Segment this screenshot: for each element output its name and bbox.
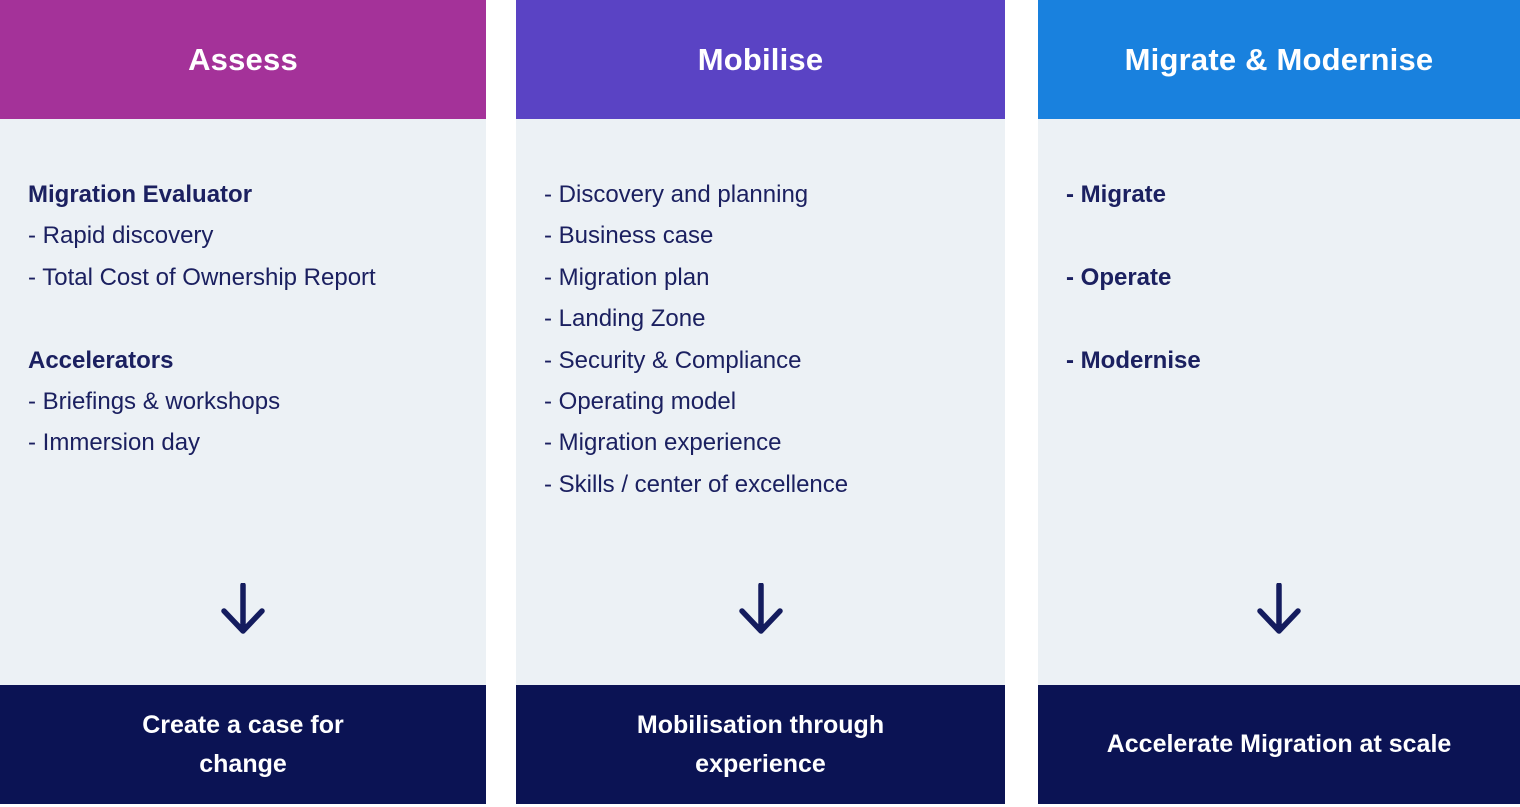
column-footer-migrate-modernise: Accelerate Migration at scale bbox=[1038, 685, 1520, 804]
column-header-assess: Assess bbox=[0, 0, 486, 119]
list-item: - Security & Compliance bbox=[544, 346, 802, 374]
list-item: - Modernise bbox=[1066, 346, 1201, 374]
footer-label: Accelerate Migration at scale bbox=[1106, 730, 1452, 758]
column-migrate-modernise: Migrate & Modernise - Migrate - Operate … bbox=[1038, 0, 1520, 804]
column-header-migrate-modernise: Migrate & Modernise bbox=[1038, 0, 1520, 119]
list-heading: Migration Evaluator bbox=[28, 181, 253, 208]
list-item: - Migrate bbox=[1066, 181, 1167, 208]
list-item: - Briefings & workshops bbox=[28, 388, 281, 416]
list-item: - Migration plan bbox=[544, 263, 710, 291]
footer-label: Create a case for change bbox=[142, 710, 344, 778]
list-item: - Rapid discovery bbox=[28, 222, 214, 250]
footer-label: Mobilisation through experience bbox=[636, 710, 885, 778]
column-assess: Assess Migration Evaluator - Rapid disco… bbox=[0, 0, 486, 804]
down-arrow-icon bbox=[738, 583, 783, 634]
column-body-migrate-modernise: - Migrate - Operate - Modernise bbox=[1038, 119, 1520, 685]
down-arrow-icon bbox=[1257, 583, 1301, 634]
column-header-mobilise: Mobilise bbox=[516, 0, 1005, 119]
list-item: - Operating model bbox=[544, 388, 737, 416]
column-footer-assess: Create a case for change bbox=[0, 685, 486, 804]
down-arrow-icon bbox=[221, 583, 265, 634]
list-item: - Immersion day bbox=[28, 429, 201, 457]
list-item: - Business case bbox=[544, 222, 714, 250]
list-item: - Migration experience bbox=[544, 429, 782, 457]
column-footer-mobilise: Mobilisation through experience bbox=[516, 685, 1005, 804]
column-body-assess: Migration Evaluator - Rapid discovery - … bbox=[0, 119, 486, 685]
list-item: - Skills / center of excellence bbox=[544, 470, 849, 498]
list-heading: Accelerators bbox=[28, 346, 174, 374]
column-mobilise: Mobilise - Discovery and planning - Busi… bbox=[516, 0, 1005, 804]
list-item: - Total Cost of Ownership Report bbox=[28, 263, 376, 291]
list-item: - Operate bbox=[1066, 263, 1172, 291]
list-item: - Landing Zone bbox=[544, 305, 706, 333]
list-item: - Discovery and planning bbox=[544, 181, 809, 208]
column-body-mobilise: - Discovery and planning - Business case… bbox=[516, 119, 1005, 685]
